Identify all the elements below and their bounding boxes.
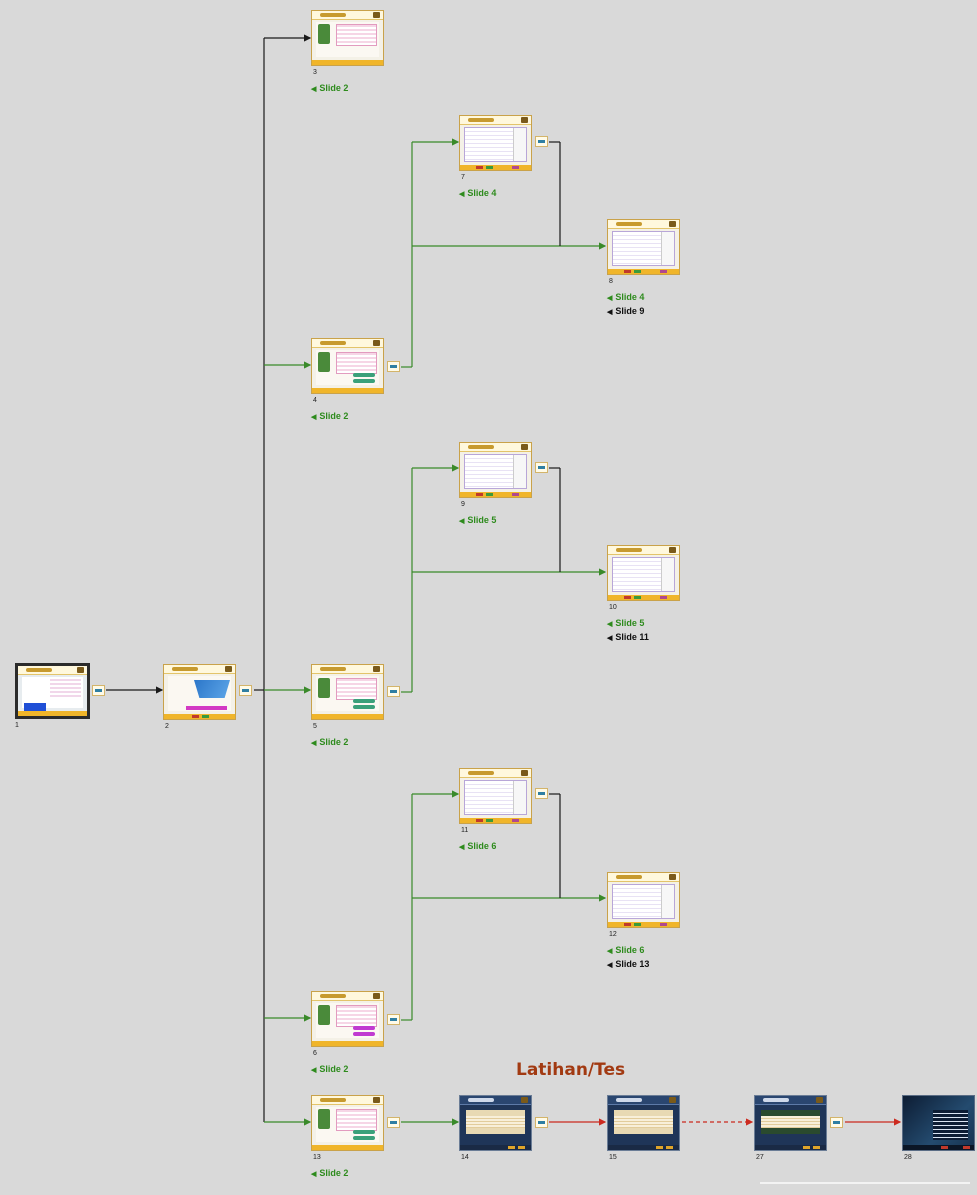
back-arrow-icon: ◀ <box>607 295 613 302</box>
slide-link[interactable]: ◀Slide 6 <box>459 841 497 851</box>
slide-number: 28 <box>904 1154 912 1161</box>
connector-tile[interactable] <box>387 361 400 372</box>
slide-thumbnail[interactable] <box>902 1095 975 1151</box>
slide-number: 9 <box>461 501 465 508</box>
slide-thumbnail[interactable] <box>459 442 532 498</box>
slide-thumbnail[interactable] <box>459 115 532 171</box>
slide-number: 7 <box>461 174 465 181</box>
slide-thumbnail[interactable] <box>311 10 384 66</box>
slide-number: 8 <box>609 278 613 285</box>
slide-thumbnail[interactable] <box>459 768 532 824</box>
connector-tile[interactable] <box>387 686 400 697</box>
slide-number: 5 <box>313 723 317 730</box>
slide-number: 14 <box>461 1154 469 1161</box>
slide-thumbnail[interactable] <box>311 991 384 1047</box>
back-arrow-icon: ◀ <box>607 948 613 955</box>
slide-link[interactable]: ◀Slide 2 <box>311 737 349 747</box>
connector-tile[interactable] <box>535 788 548 799</box>
divider <box>760 1182 970 1184</box>
back-arrow-icon: ◀ <box>459 518 465 525</box>
slide-number: 2 <box>165 723 169 730</box>
slide-thumbnail[interactable] <box>459 1095 532 1151</box>
slide-link[interactable]: ◀Slide 13 <box>607 959 650 969</box>
slide-thumbnail[interactable] <box>607 1095 680 1151</box>
back-arrow-icon: ◀ <box>607 635 613 642</box>
slide-number: 15 <box>609 1154 617 1161</box>
back-arrow-icon: ◀ <box>311 1171 317 1178</box>
slide-link[interactable]: ◀Slide 6 <box>607 945 645 955</box>
connector-tile[interactable] <box>830 1117 843 1128</box>
connector-tile[interactable] <box>535 462 548 473</box>
back-arrow-icon: ◀ <box>607 621 613 628</box>
slide-thumbnail[interactable] <box>607 545 680 601</box>
slide-thumbnail[interactable] <box>607 872 680 928</box>
slide-thumbnail[interactable] <box>754 1095 827 1151</box>
slide-number: 11 <box>461 827 469 834</box>
slide-number: 1 <box>15 722 19 729</box>
slide-number: 3 <box>313 69 317 76</box>
slide-link[interactable]: ◀Slide 4 <box>607 292 645 302</box>
connector-tile[interactable] <box>535 136 548 147</box>
slide-link[interactable]: ◀Slide 5 <box>459 515 497 525</box>
slide-number: 13 <box>313 1154 321 1161</box>
connector-tile[interactable] <box>387 1014 400 1025</box>
slide-number: 6 <box>313 1050 317 1057</box>
slide-link[interactable]: ◀Slide 2 <box>311 1064 349 1074</box>
slide-link[interactable]: ◀Slide 11 <box>607 632 649 642</box>
slide-number: 10 <box>609 604 617 611</box>
slide-thumbnail[interactable] <box>311 338 384 394</box>
slide-thumbnail[interactable] <box>311 664 384 720</box>
connector-tile[interactable] <box>387 1117 400 1128</box>
slide-link[interactable]: ◀Slide 9 <box>607 306 645 316</box>
connector-tile[interactable] <box>92 685 105 696</box>
back-arrow-icon: ◀ <box>459 844 465 851</box>
back-arrow-icon: ◀ <box>311 86 317 93</box>
slide-thumbnail[interactable] <box>163 664 236 720</box>
back-arrow-icon: ◀ <box>607 962 613 969</box>
back-arrow-icon: ◀ <box>311 414 317 421</box>
slide-number: 12 <box>609 931 617 938</box>
slide-thumbnail[interactable] <box>15 663 90 719</box>
back-arrow-icon: ◀ <box>311 1067 317 1074</box>
slide-thumbnail[interactable] <box>311 1095 384 1151</box>
section-title: Latihan/Tes <box>516 1060 626 1080</box>
slide-link[interactable]: ◀Slide 2 <box>311 83 349 93</box>
slide-link[interactable]: ◀Slide 2 <box>311 411 349 421</box>
slide-number: 4 <box>313 397 317 404</box>
slide-link[interactable]: ◀Slide 2 <box>311 1168 349 1178</box>
back-arrow-icon: ◀ <box>459 191 465 198</box>
connector-tile[interactable] <box>239 685 252 696</box>
slide-number: 27 <box>756 1154 764 1161</box>
slide-link[interactable]: ◀Slide 4 <box>459 188 497 198</box>
connector-tile[interactable] <box>535 1117 548 1128</box>
back-arrow-icon: ◀ <box>311 740 317 747</box>
slide-link[interactable]: ◀Slide 5 <box>607 618 645 628</box>
back-arrow-icon: ◀ <box>607 309 613 316</box>
slide-thumbnail[interactable] <box>607 219 680 275</box>
